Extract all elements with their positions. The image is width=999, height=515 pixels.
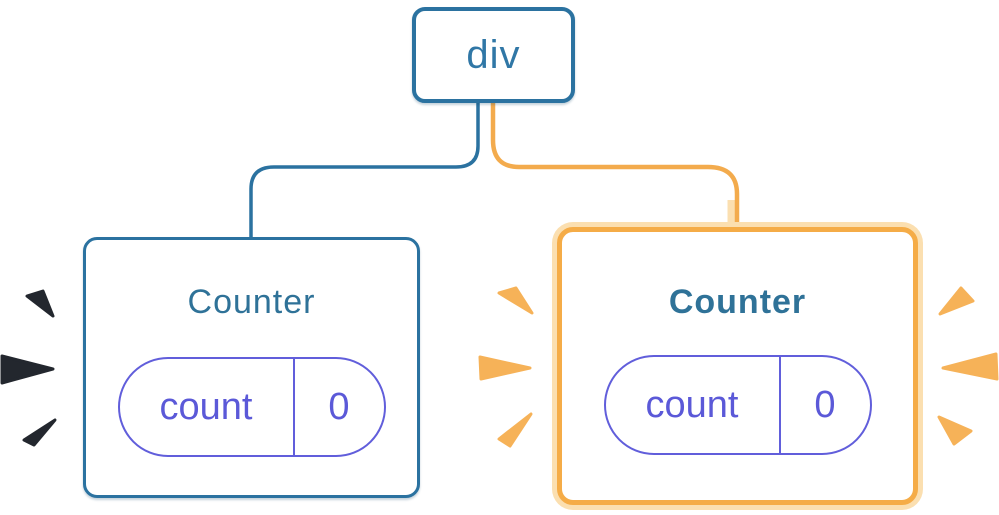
counter-card-right-highlighted: Counter count 0 bbox=[557, 227, 918, 505]
burst-spark-icon bbox=[478, 355, 532, 381]
counter-title: Counter bbox=[668, 283, 807, 321]
connector-blue-line bbox=[249, 101, 480, 242]
burst-spark-orange-group bbox=[937, 286, 999, 446]
burst-spark-icon bbox=[0, 354, 55, 385]
burst-spark-icon bbox=[937, 415, 973, 446]
state-value: 0 bbox=[778, 357, 870, 453]
state-key-label: count bbox=[645, 383, 739, 426]
burst-spark-icon bbox=[938, 286, 975, 316]
connector-white-casing bbox=[485, 103, 745, 226]
burst-spark-icon bbox=[22, 418, 57, 447]
burst-spark-icon bbox=[497, 286, 534, 315]
state-key-label: count bbox=[159, 385, 253, 428]
tree-node-div: div bbox=[412, 7, 575, 103]
state-pill: count 0 bbox=[603, 355, 872, 455]
state-pill: count 0 bbox=[117, 357, 386, 457]
burst-spark-orange-group bbox=[478, 286, 534, 448]
counter-card-left: Counter count 0 bbox=[83, 237, 420, 498]
burst-spark-dark-group bbox=[0, 289, 57, 447]
state-value: 0 bbox=[292, 359, 384, 455]
counter-title: Counter bbox=[187, 283, 316, 321]
tree-node-div-label: div bbox=[466, 32, 521, 77]
connector-orange-line bbox=[490, 101, 740, 231]
burst-spark-icon bbox=[941, 352, 999, 381]
burst-spark-icon bbox=[497, 412, 533, 448]
burst-spark-icon bbox=[25, 289, 55, 318]
